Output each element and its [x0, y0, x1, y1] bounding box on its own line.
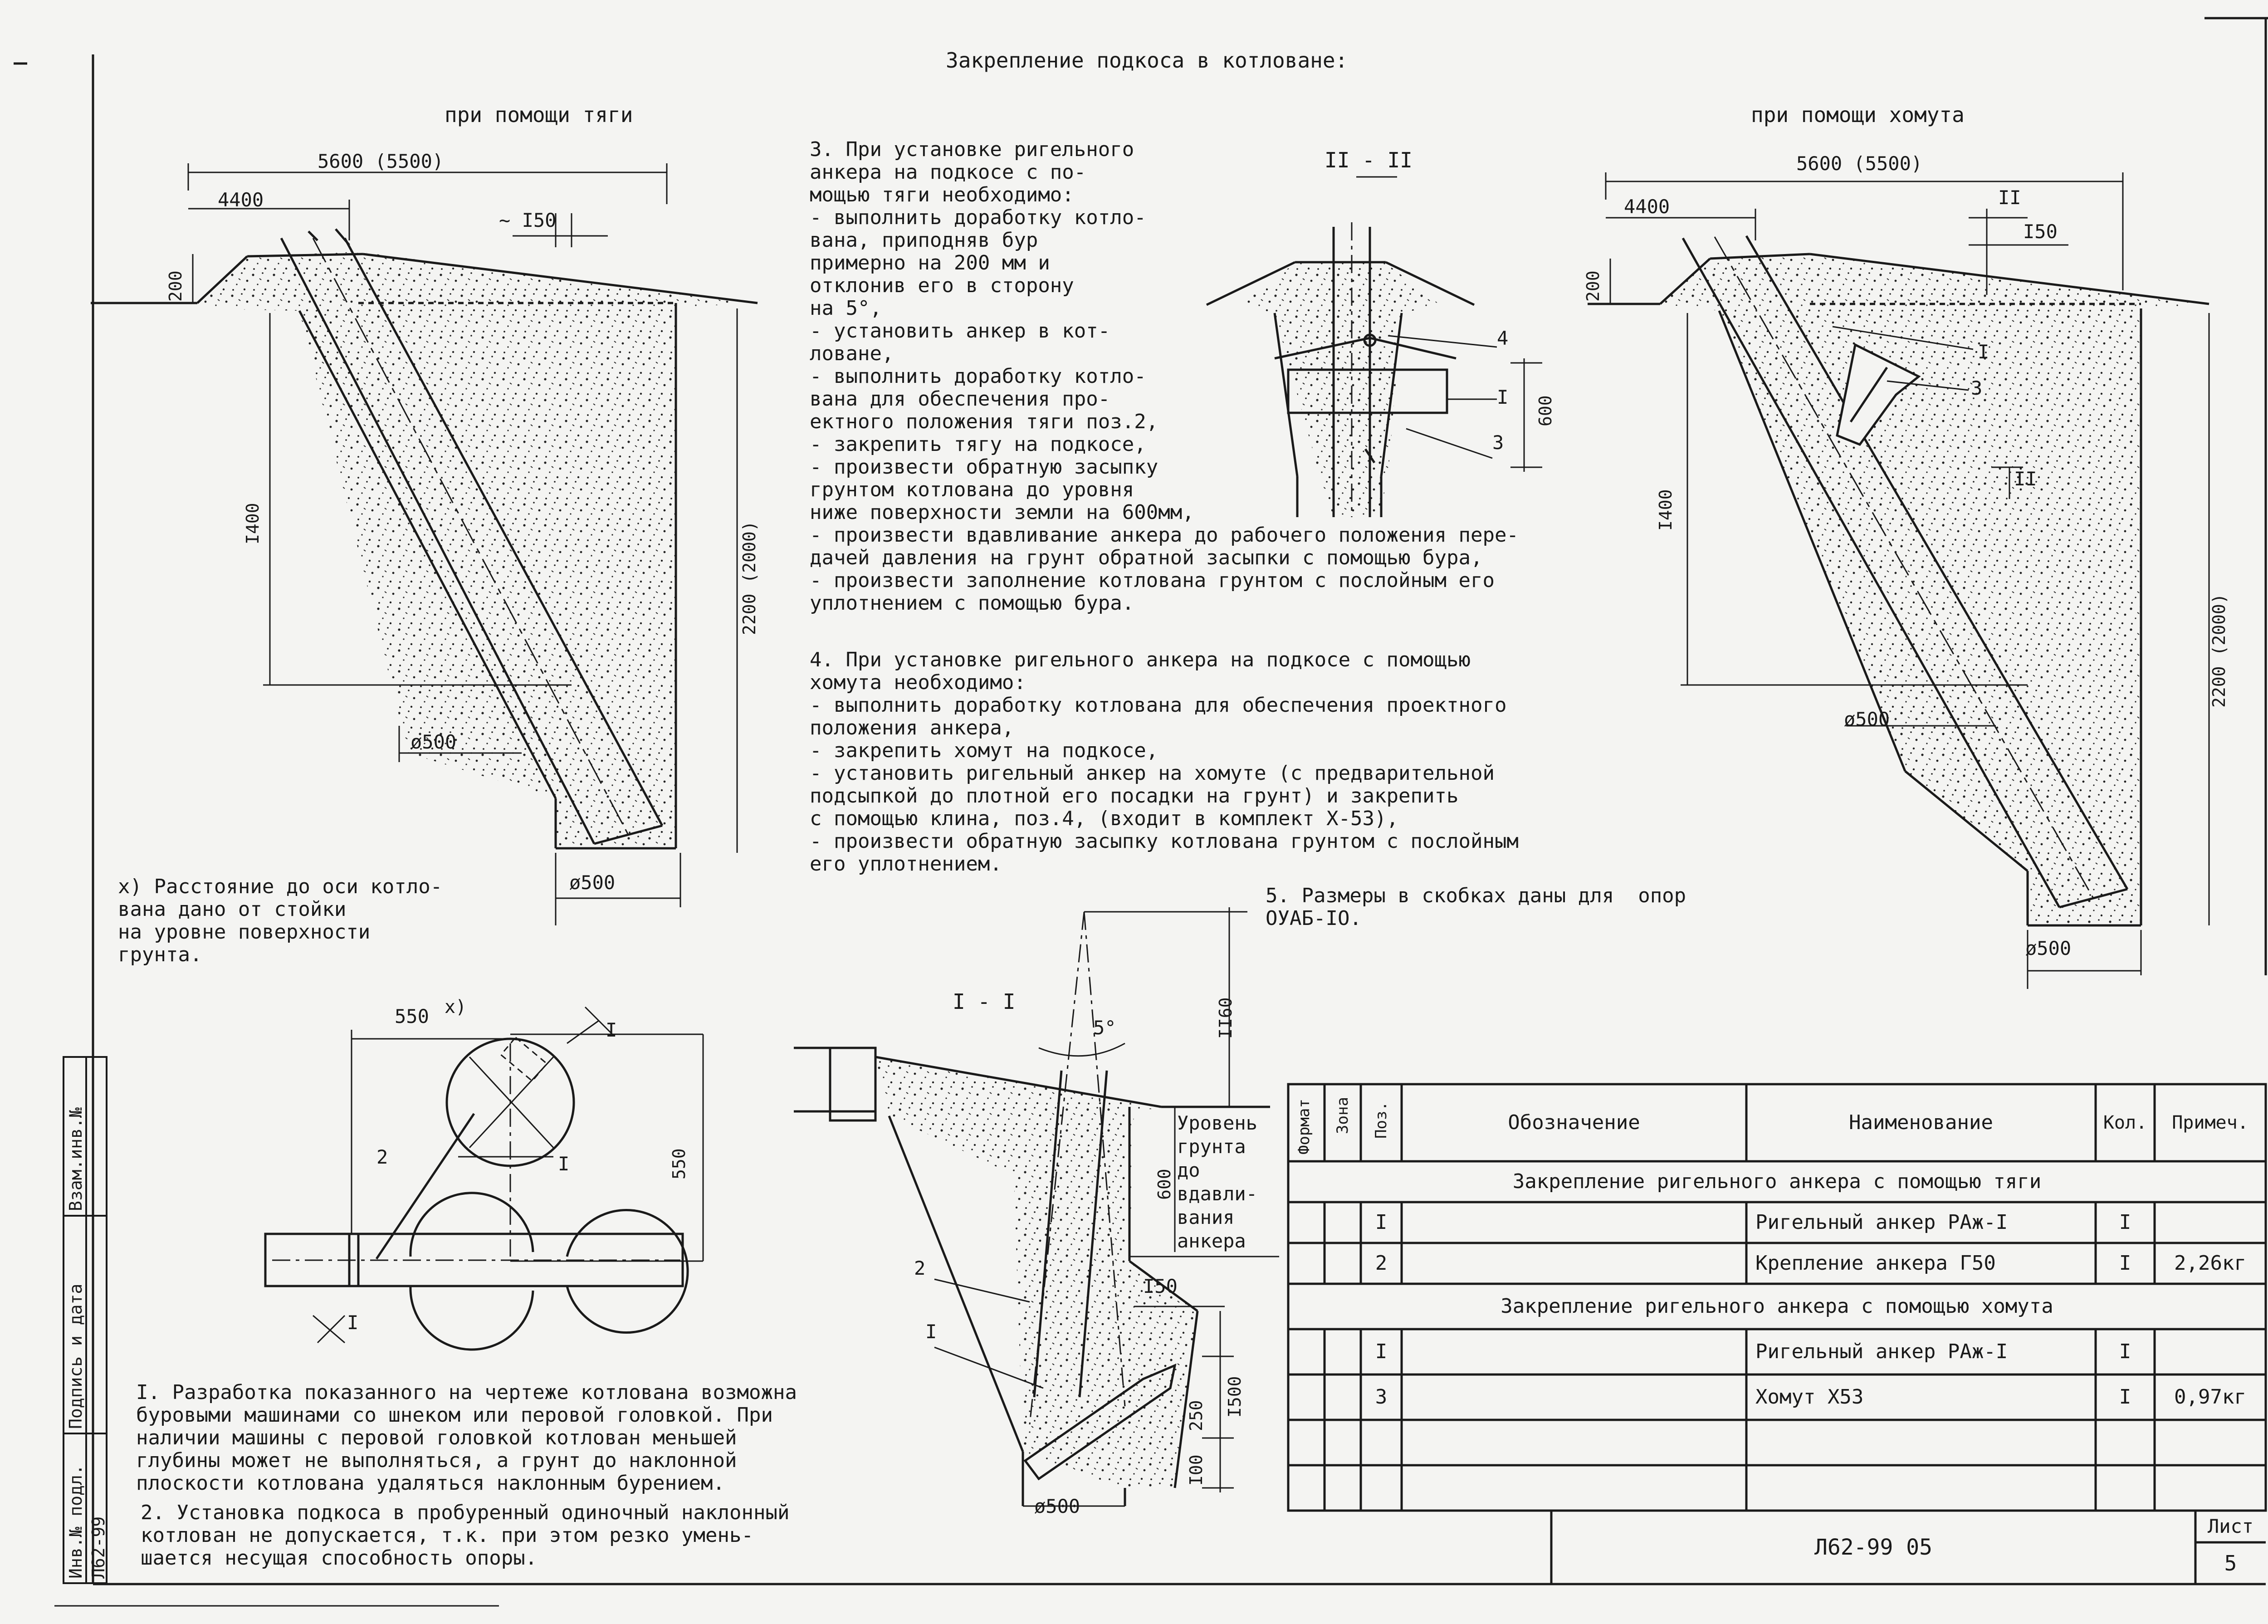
title-block-sheet-label: Лист [2207, 1515, 2254, 1537]
left-dim-1400: I400 [243, 503, 263, 544]
spec-row3-qty: I [2119, 1340, 2131, 1363]
ii-dim-d500: ø500 [1034, 1495, 1080, 1517]
plan-callout-2: 2 [376, 1146, 388, 1168]
th-format: Формат [1295, 1099, 1313, 1154]
spec-row4-name: Хомут X53 [1755, 1385, 1864, 1409]
ii-dim-1500: I500 [1225, 1376, 1245, 1418]
left-dim-2200: 2200 (2000) [739, 521, 759, 635]
left-view-drawing [91, 163, 758, 925]
spec-group-1: Закрепление ригельного анкера с помощью … [1512, 1170, 2042, 1193]
pp-callout-4: 4 [1497, 327, 1509, 349]
section-pp-drawing [1206, 176, 1542, 517]
sheet-title: Закрепление подкоса в котловане: [946, 48, 1348, 73]
ii-dim-100: I00 [1186, 1454, 1206, 1486]
section-ii-label: I - I [953, 989, 1016, 1014]
right-view-label: при помощи хомута [1751, 103, 1965, 127]
right-dim-4400: 4400 [1624, 196, 1670, 218]
plan-section-mark-bottom: I [347, 1311, 359, 1334]
right-dim-d500-b: ø500 [2025, 937, 2072, 959]
left-dim-4400: 4400 [218, 189, 264, 211]
right-dim-200: 200 [1583, 270, 1603, 302]
note-3: 3. При установке ригельного анкера на по… [810, 138, 1519, 615]
spec-row3-name: Ригельный анкер РАж-I [1755, 1340, 2008, 1363]
plan-callout-1: I [558, 1153, 570, 1175]
side-stamp-lines [63, 1056, 108, 1584]
footnote-x: x) Расстояние до оси котло- вана дано от… [118, 875, 443, 966]
th-name: Наименование [1849, 1111, 1993, 1134]
ii-callout-2: 2 [914, 1257, 926, 1279]
th-pos: Поз. [1372, 1101, 1390, 1139]
right-dim-5600: 5600 (5500) [1796, 152, 1923, 175]
spec-row1-pos: I [1375, 1211, 1388, 1234]
plan-dim-550-v: 550 [669, 1148, 689, 1179]
stamp-inv-podl: Инв.№ подл. [66, 1464, 86, 1579]
ii-ground-level-note: Уровень грунта до вдавли- вания анкера [1177, 1112, 1258, 1252]
spec-group-2: Закрепление ригельного анкера с помощью … [1501, 1295, 2053, 1318]
ii-callout-1: I [925, 1321, 937, 1343]
left-view-label: при помощи тяги [445, 103, 633, 127]
stamp-code: Л62-99 [88, 1516, 108, 1579]
note-1: I. Разработка показанного на чертеже кот… [136, 1381, 797, 1495]
spec-row4-pos: 3 [1375, 1385, 1388, 1409]
title-block-code: Л62-99 05 [1814, 1535, 1933, 1560]
note-5: 5. Размеры в скобках даны для опор ОУАБ-… [1266, 884, 1686, 930]
note-2: 2. Установка подкоса в пробуренный одино… [141, 1501, 790, 1570]
spec-row1-qty: I [2119, 1211, 2131, 1234]
right-dim-150: I50 [2023, 220, 2058, 243]
spec-row3-pos: I [1375, 1340, 1388, 1363]
spec-row2-pos: 2 [1375, 1252, 1388, 1275]
title-block-grid [1550, 1511, 2266, 1584]
th-zone: Зона [1334, 1097, 1352, 1134]
ii-dim-600: 600 [1154, 1169, 1174, 1200]
right-callout-3: 3 [1971, 377, 1983, 399]
spec-table-grid [1287, 1083, 2267, 1512]
spec-row4-qty: I [2119, 1385, 2131, 1409]
left-dim-200: 200 [166, 270, 186, 302]
ii-dim-150: I50 [1143, 1275, 1178, 1297]
section-pp-label: II - II [1325, 148, 1413, 172]
left-dim-150: ~ I50 [499, 209, 557, 231]
right-dim-1400: I400 [1656, 489, 1676, 531]
right-view-drawing [1588, 172, 2210, 989]
left-dim-d500-a: ø500 [411, 731, 457, 753]
right-section-mark-bottom: II [2014, 468, 2037, 490]
spec-row2-note: 2,26кг [2174, 1252, 2246, 1275]
spec-row2-name: Крепление анкера Г50 [1755, 1252, 1996, 1275]
left-dim-5600: 5600 (5500) [318, 150, 444, 172]
pp-callout-3: 3 [1492, 431, 1504, 454]
note-4: 4. При установке ригельного анкера на по… [810, 648, 1519, 876]
ii-dim-1160: II60 [1216, 997, 1236, 1039]
plan-section-mark-top: I [606, 1019, 617, 1041]
spec-row2-qty: I [2119, 1252, 2131, 1275]
pp-callout-1: I [1497, 386, 1509, 408]
section-ii-drawing [794, 907, 1279, 1507]
right-dim-2200: 2200 (2000) [2209, 593, 2229, 708]
title-block-sheet-number: 5 [2224, 1551, 2237, 1575]
plan-view-drawing [264, 1006, 704, 1351]
left-dim-d500-b: ø500 [569, 871, 616, 894]
ii-dim-250: 250 [1186, 1400, 1206, 1431]
th-note: Примеч. [2172, 1112, 2248, 1133]
right-section-mark-top: II [1998, 186, 2021, 209]
pp-dim-600: 600 [1535, 395, 1555, 426]
stamp-vzam-inv: Взам.инв.№ [66, 1107, 86, 1211]
th-qty: Кол. [2103, 1112, 2147, 1133]
spec-row4-note: 0,97кг [2174, 1385, 2246, 1409]
stamp-podpis-data: Подпись и дата [66, 1283, 86, 1429]
spec-row3-note [2155, 1329, 2266, 1375]
th-designation: Обозначение [1508, 1111, 1640, 1134]
plan-dim-550-h: 550 [395, 1005, 429, 1027]
spec-row1-name: Ригельный анкер РАж-I [1755, 1211, 2008, 1234]
right-callout-1: I [1978, 341, 1989, 363]
ii-angle-5deg: 5° [1093, 1017, 1116, 1039]
plan-footnote-mark: x) [445, 997, 467, 1017]
spec-row1-note [2155, 1202, 2266, 1243]
right-dim-d500-a: ø500 [1844, 708, 1890, 730]
